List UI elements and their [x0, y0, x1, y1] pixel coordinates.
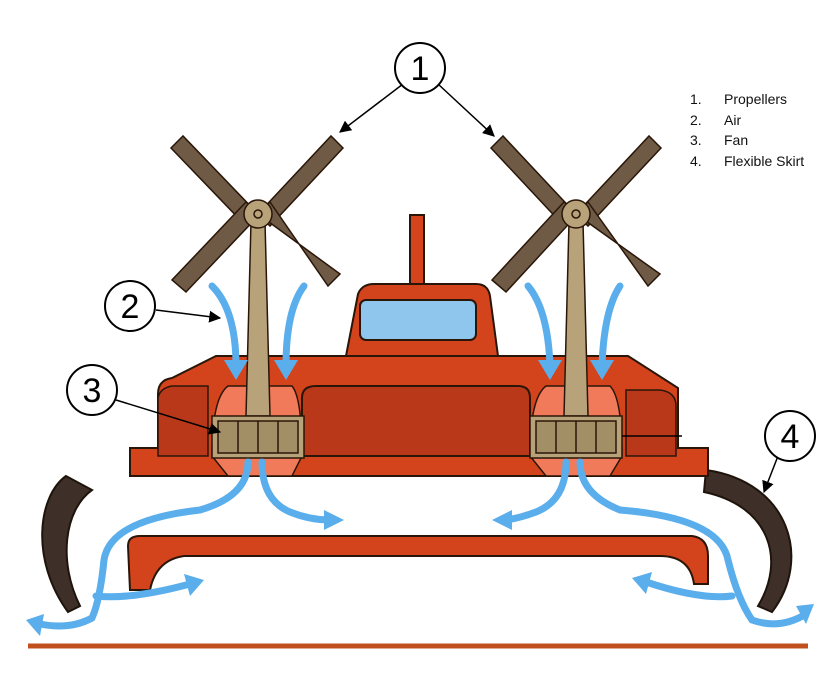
hull-middle-panel — [301, 385, 531, 457]
legend-number: 1. — [690, 91, 702, 107]
callout-2: 2 — [104, 280, 156, 332]
propeller-left — [169, 134, 345, 294]
legend-item-propellers: 1. Propellers — [690, 89, 804, 110]
svg-text:1: 1 — [411, 50, 430, 88]
mast-left — [245, 221, 271, 417]
legend-label: Propellers — [724, 91, 788, 107]
legend-number: 2. — [690, 111, 702, 128]
fan-left — [211, 415, 305, 459]
legend-item-flexible-skirt: 4. Flexible Skirt — [690, 151, 804, 172]
fan-right — [529, 415, 623, 459]
legend-number: 4. — [690, 152, 702, 169]
air-arrowheads — [26, 360, 814, 636]
hub-right — [561, 199, 591, 229]
legend-item-air: 2. Air — [690, 110, 804, 131]
legend-number: 3. — [690, 132, 702, 148]
skirt-right — [702, 468, 793, 614]
hull-right-panel — [625, 389, 677, 457]
svg-text:2: 2 — [121, 288, 140, 326]
legend: 1. Propellers 2. Air 3. Fan 4. Flexible … — [690, 89, 804, 171]
mast-antenna — [409, 214, 425, 288]
legend-item-fan: 3. Fan — [690, 130, 804, 151]
legend-label: Fan — [724, 132, 749, 148]
callout-3: 3 — [66, 364, 118, 416]
mast-right — [563, 221, 589, 417]
legend-label: Air — [724, 111, 742, 128]
propeller-right — [489, 134, 663, 294]
callout-4: 4 — [764, 410, 816, 462]
callout-1: 1 — [394, 42, 446, 94]
hub-left — [243, 199, 273, 229]
legend-label: Flexible Skirt — [724, 152, 805, 169]
lower-deck — [126, 535, 709, 591]
cabin-window — [359, 299, 477, 341]
air-flow-arrows — [36, 282, 810, 630]
svg-text:3: 3 — [83, 372, 102, 410]
leader-lines — [115, 83, 779, 494]
svg-text:4: 4 — [781, 418, 800, 456]
skirt-left — [41, 474, 94, 614]
